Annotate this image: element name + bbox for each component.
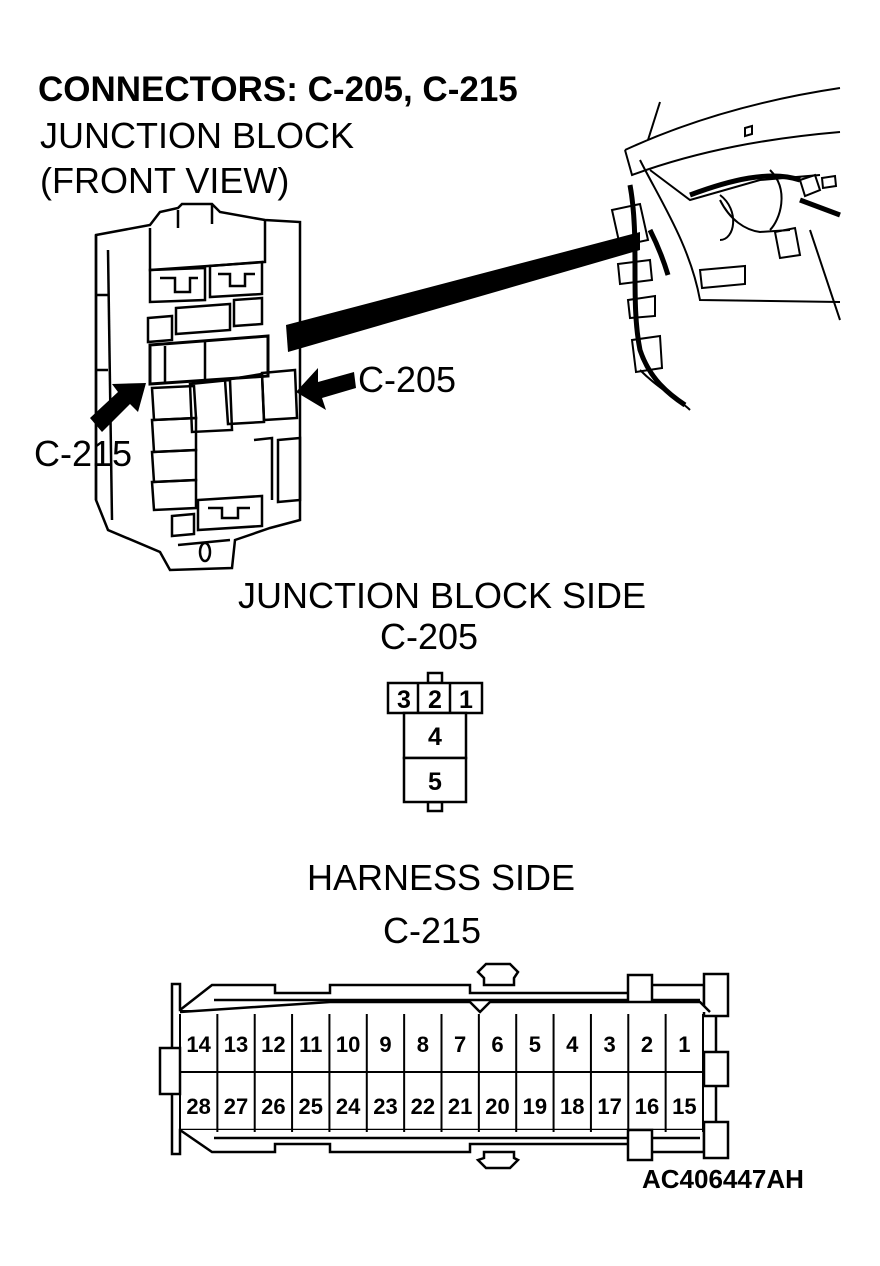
c205-pin-3: 3 bbox=[397, 686, 411, 714]
c215-pin-2: 2 bbox=[641, 1032, 653, 1057]
c205-connector-name: C-205 bbox=[380, 616, 479, 657]
dashboard-illustration bbox=[610, 87, 841, 411]
c215-pin-10: 10 bbox=[336, 1032, 360, 1057]
c205-connector-outline bbox=[386, 671, 484, 813]
c215-pin-18: 18 bbox=[560, 1094, 584, 1119]
location-pointer bbox=[286, 232, 640, 352]
c215-pin-11: 11 bbox=[299, 1032, 322, 1057]
c215-pin-22: 22 bbox=[411, 1094, 435, 1119]
figure-code: AC406447AH bbox=[642, 1164, 804, 1194]
junction-block-side-label: JUNCTION BLOCK SIDE bbox=[238, 575, 647, 616]
c205-arrow bbox=[296, 368, 356, 410]
c215-pin-17: 17 bbox=[597, 1094, 621, 1119]
c215-pin-24: 24 bbox=[336, 1094, 361, 1119]
c215-pin-8: 8 bbox=[417, 1032, 429, 1057]
c215-pin-25: 25 bbox=[299, 1094, 323, 1119]
c205-pin-4: 4 bbox=[428, 723, 442, 751]
junction-block-illustration bbox=[94, 202, 302, 572]
c215-connector-outline bbox=[158, 962, 730, 1170]
c215-pin-grid bbox=[179, 1014, 704, 1132]
c215-pin-7: 7 bbox=[454, 1032, 466, 1057]
c215-pin-21: 21 bbox=[448, 1094, 472, 1119]
c215-pin-9: 9 bbox=[379, 1032, 391, 1057]
c215-pin-19: 19 bbox=[523, 1094, 547, 1119]
c215-connector-name: C-215 bbox=[383, 910, 482, 951]
c215-arrow bbox=[90, 383, 146, 432]
c205-pin-1: 1 bbox=[459, 686, 473, 714]
junction-block-label: JUNCTION BLOCK bbox=[40, 115, 355, 156]
c215-pin-12: 12 bbox=[261, 1032, 285, 1057]
c215-pin-1: 1 bbox=[678, 1032, 690, 1057]
c215-pin-5: 5 bbox=[529, 1032, 541, 1057]
harness-wires bbox=[627, 173, 841, 408]
front-view-label: (FRONT VIEW) bbox=[40, 160, 290, 201]
c215-callout-label: C-215 bbox=[34, 433, 133, 474]
c205-pin-2: 2 bbox=[428, 686, 442, 714]
c215-pin-4: 4 bbox=[566, 1032, 579, 1057]
c215-pin-27: 27 bbox=[224, 1094, 248, 1119]
c215-pin-15: 15 bbox=[672, 1094, 696, 1119]
c215-pin-16: 16 bbox=[635, 1094, 659, 1119]
harness-side-label: HARNESS SIDE bbox=[307, 857, 576, 898]
c205-callout-label: C-205 bbox=[358, 359, 457, 400]
c215-pin-14: 14 bbox=[186, 1032, 211, 1057]
c205-pin-5: 5 bbox=[428, 768, 442, 796]
c215-pin-26: 26 bbox=[261, 1094, 285, 1119]
diagram-title: CONNECTORS: C-205, C-215 bbox=[38, 70, 518, 109]
c215-pin-3: 3 bbox=[603, 1032, 615, 1057]
c215-pin-23: 23 bbox=[373, 1094, 397, 1119]
c215-pin-6: 6 bbox=[491, 1032, 503, 1057]
c215-pin-13: 13 bbox=[224, 1032, 248, 1057]
c215-pin-20: 20 bbox=[485, 1094, 509, 1119]
c215-pin-28: 28 bbox=[186, 1094, 210, 1119]
